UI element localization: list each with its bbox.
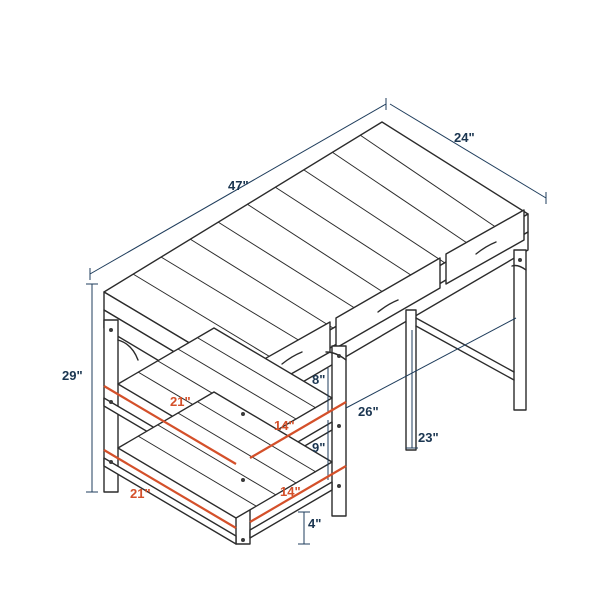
shelf-depth-top-label: 14" — [274, 418, 295, 433]
apron-drawers — [103, 209, 529, 415]
width-label: 47" — [228, 178, 249, 193]
dimension-lines — [86, 98, 547, 545]
right-legs — [405, 249, 527, 451]
handle-icon — [377, 299, 399, 313]
handle-icon — [475, 241, 497, 255]
planks — [132, 134, 501, 362]
depth-label: 24" — [454, 130, 475, 145]
drawer-middle — [335, 257, 441, 349]
knee-depth-label: 26" — [358, 404, 379, 419]
shelf-gap-mid-label: 9" — [312, 440, 325, 455]
shelf-measurements — [103, 385, 347, 529]
shelf-unit — [103, 319, 347, 545]
shelf-width-bottom-label: 21" — [130, 486, 151, 501]
bottom-clearance-label: 4" — [308, 516, 321, 531]
shelf-slats-bottom — [137, 401, 317, 507]
shelf-gap-top-label: 8" — [312, 372, 325, 387]
shelf-width-top-label: 21" — [170, 394, 191, 409]
bolts — [109, 328, 341, 542]
knee-height-label: 23" — [418, 430, 439, 445]
shelf-depth-bottom-label: 14" — [280, 484, 301, 499]
height-label: 29" — [62, 368, 83, 383]
handle-icon — [281, 351, 303, 365]
